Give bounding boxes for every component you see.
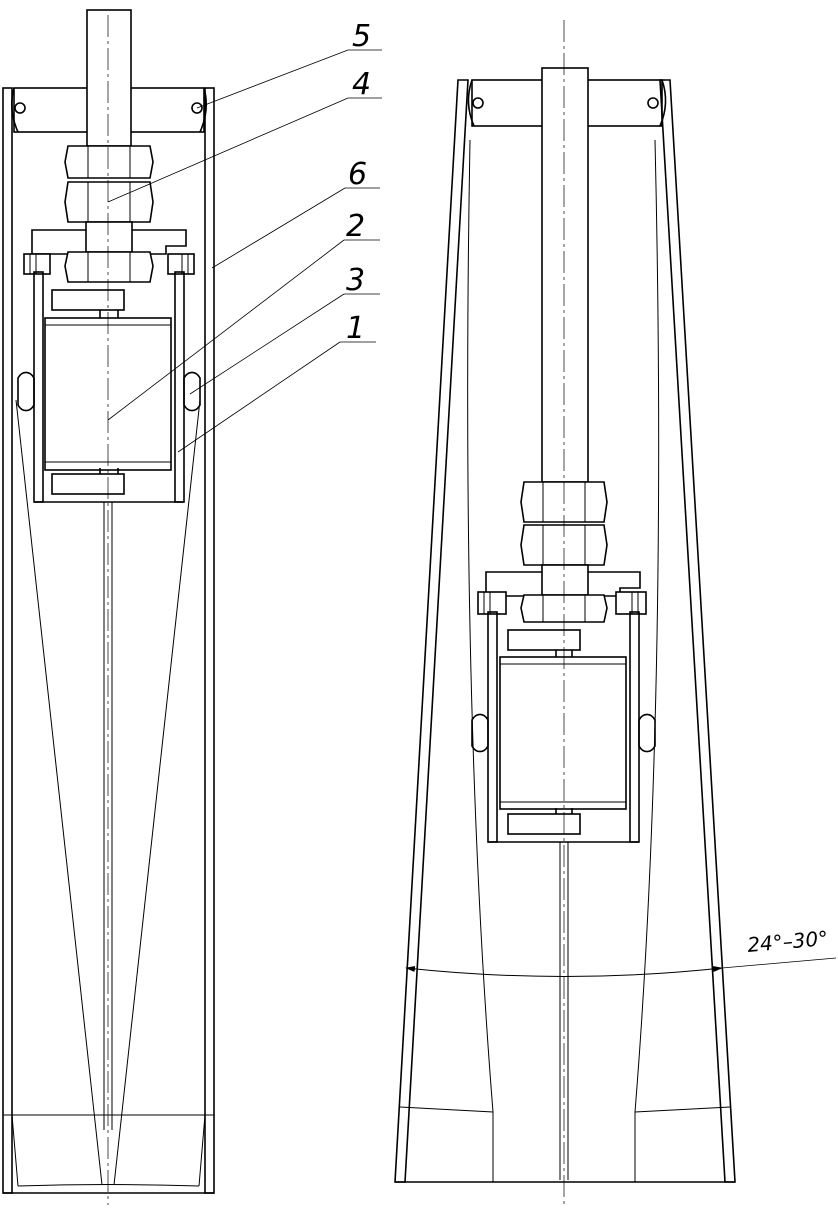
right-view: 24°–30° [394, 20, 837, 1205]
callout-6: 6 [348, 157, 367, 192]
callout-5: 5 [352, 19, 371, 54]
housing-left-wall [33, 271, 44, 503]
ring-right [183, 371, 201, 412]
right-housing-right-wall [629, 611, 640, 843]
right-outer-right-wall [659, 79, 736, 1183]
right-ring-left [471, 713, 489, 753]
callout-2: 2 [346, 209, 365, 244]
right-housing-left-wall [487, 611, 498, 843]
right-ring-right [638, 713, 656, 753]
angle-label: 24°–30° [746, 926, 829, 957]
callout-4: 4 [352, 67, 371, 102]
outer-tube-right-wall [204, 87, 215, 1194]
nut-upper [64, 145, 154, 179]
callouts: 5 4 6 2 3 1 [107, 19, 382, 453]
right-shaft [541, 67, 589, 483]
right-outer-left-wall [394, 79, 469, 1183]
housing-right-wall [174, 271, 185, 503]
angle-dimension [405, 965, 723, 977]
shaft [86, 9, 132, 147]
callout-1: 1 [346, 311, 365, 346]
outer-tube-left-wall [2, 87, 13, 1194]
left-view [2, 9, 215, 1205]
ring-left [17, 371, 35, 412]
callout-3: 3 [346, 263, 365, 298]
right-motor [499, 656, 627, 810]
